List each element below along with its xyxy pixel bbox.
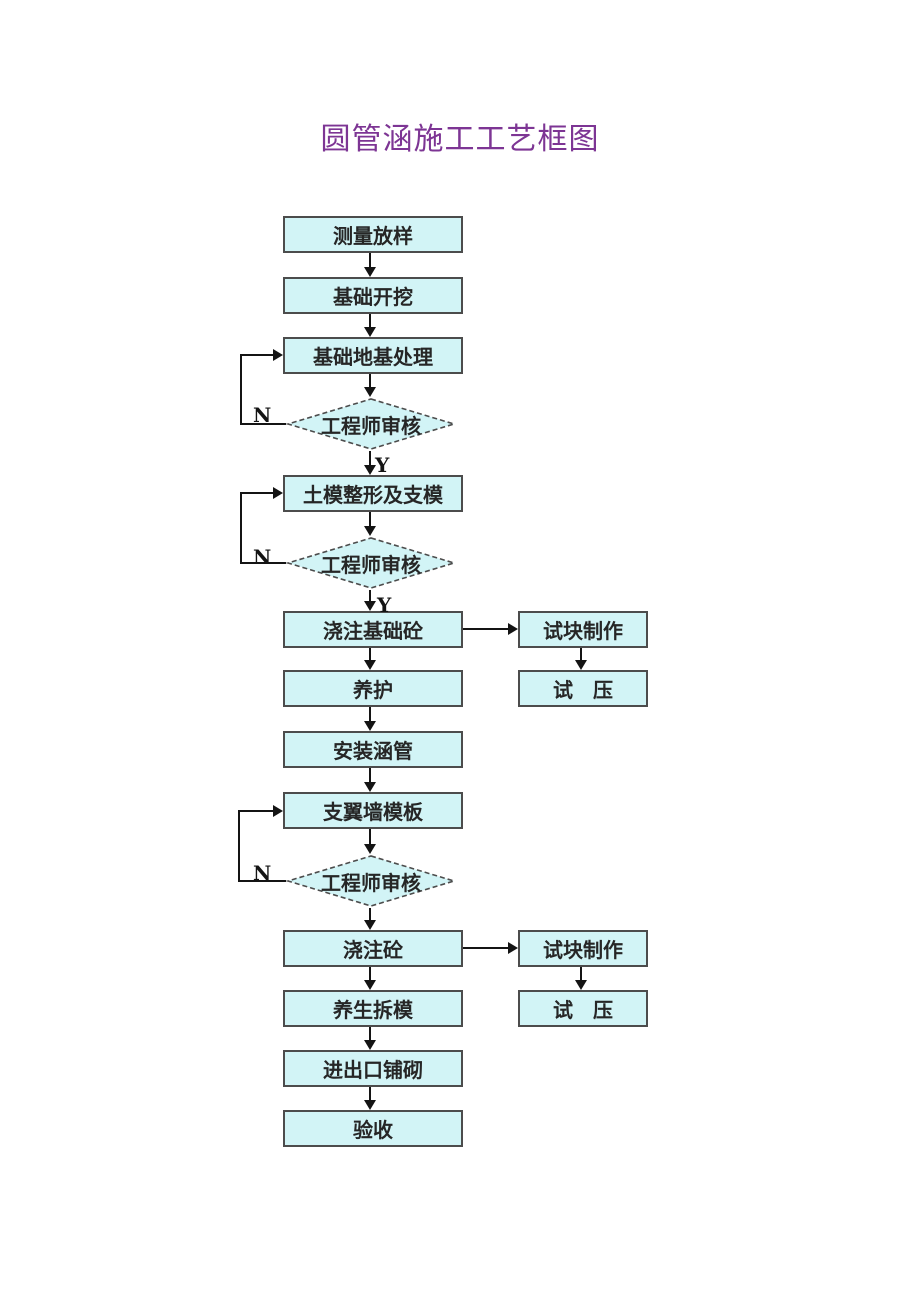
- decision-engineer-review-2: 工程师审核: [286, 536, 456, 590]
- arrowhead-right: [273, 349, 283, 361]
- arrowhead-down: [364, 844, 376, 854]
- node-pour-foundation-concrete: 浇注基础砼: [283, 611, 463, 648]
- node-survey-layout: 测量放样: [283, 216, 463, 253]
- arrowhead-right: [508, 942, 518, 954]
- arrow-line: [369, 768, 371, 782]
- arrowhead-down: [364, 1100, 376, 1110]
- node-test-block-making-1: 试块制作: [518, 611, 648, 648]
- arrow-line: [369, 590, 371, 601]
- node-pressure-test-2: 试 压: [518, 990, 648, 1027]
- arrow-line: [369, 648, 371, 660]
- arrow-line: [369, 967, 371, 980]
- arrowhead-right: [273, 487, 283, 499]
- arrow-line: [369, 707, 371, 721]
- arrowhead-down: [364, 721, 376, 731]
- decision-engineer-review-1: 工程师审核: [286, 397, 456, 451]
- arrow-line: [580, 648, 582, 660]
- node-pressure-test-1: 试 压: [518, 670, 648, 707]
- loopback-line: [238, 810, 273, 812]
- arrow-line: [369, 1027, 371, 1040]
- diamond-shape: [286, 537, 456, 589]
- decision-label: 工程师审核: [321, 552, 421, 577]
- arrow-line: [369, 374, 371, 387]
- arrow-line: [369, 829, 371, 844]
- arrowhead-down: [364, 327, 376, 337]
- node-soil-mold-shaping-formwork: 土模整形及支模: [283, 475, 463, 512]
- loopback-line: [238, 880, 286, 882]
- node-curing: 养护: [283, 670, 463, 707]
- arrow-line: [369, 512, 371, 526]
- diamond-shape: [286, 855, 456, 907]
- arrowhead-right: [508, 623, 518, 635]
- node-wing-wall-formwork: 支翼墙模板: [283, 792, 463, 829]
- loopback-line: [240, 562, 286, 564]
- label-yes-1: Y: [375, 453, 390, 477]
- node-inlet-outlet-paving: 进出口铺砌: [283, 1050, 463, 1087]
- arrow-line: [369, 253, 371, 267]
- decision-label: 工程师审核: [321, 413, 421, 438]
- decision-engineer-review-3: 工程师审核: [286, 854, 456, 908]
- node-test-block-making-2: 试块制作: [518, 930, 648, 967]
- arrowhead-down: [575, 660, 587, 670]
- node-foundation-ground-treatment: 基础地基处理: [283, 337, 463, 374]
- arrow-line: [463, 628, 508, 630]
- arrow-line: [369, 1087, 371, 1100]
- arrow-line: [580, 967, 582, 980]
- node-install-culvert-pipe: 安装涵管: [283, 731, 463, 768]
- arrowhead-down: [364, 526, 376, 536]
- arrow-line: [463, 947, 508, 949]
- arrowhead-down: [364, 387, 376, 397]
- loopback-line: [240, 354, 242, 425]
- arrowhead-down: [364, 1040, 376, 1050]
- node-pour-concrete: 浇注砼: [283, 930, 463, 967]
- node-foundation-excavation: 基础开挖: [283, 277, 463, 314]
- arrowhead-down: [364, 920, 376, 930]
- arrowhead-down: [364, 782, 376, 792]
- loopback-line: [240, 354, 273, 356]
- label-yes-2: Y: [377, 593, 392, 617]
- decision-label: 工程师审核: [321, 870, 421, 895]
- label-no-2: N: [253, 545, 272, 569]
- arrowhead-down: [575, 980, 587, 990]
- diamond-shape: [286, 398, 456, 450]
- arrowhead-down: [364, 601, 376, 611]
- loopback-line: [240, 423, 286, 425]
- label-no-3: N: [253, 861, 272, 885]
- arrow-line: [369, 314, 371, 327]
- arrowhead-down: [364, 660, 376, 670]
- arrowhead-down: [364, 465, 376, 475]
- loopback-line: [238, 810, 240, 882]
- node-acceptance: 验收: [283, 1110, 463, 1147]
- page-title: 圆管涵施工工艺框图: [320, 122, 600, 157]
- arrowhead-right: [273, 805, 283, 817]
- loopback-line: [240, 492, 273, 494]
- node-curing-form-removal: 养生拆模: [283, 990, 463, 1027]
- arrowhead-down: [364, 980, 376, 990]
- arrow-line: [369, 451, 371, 465]
- arrowhead-down: [364, 267, 376, 277]
- arrow-line: [369, 908, 371, 920]
- label-no-1: N: [253, 403, 272, 427]
- loopback-line: [240, 492, 242, 564]
